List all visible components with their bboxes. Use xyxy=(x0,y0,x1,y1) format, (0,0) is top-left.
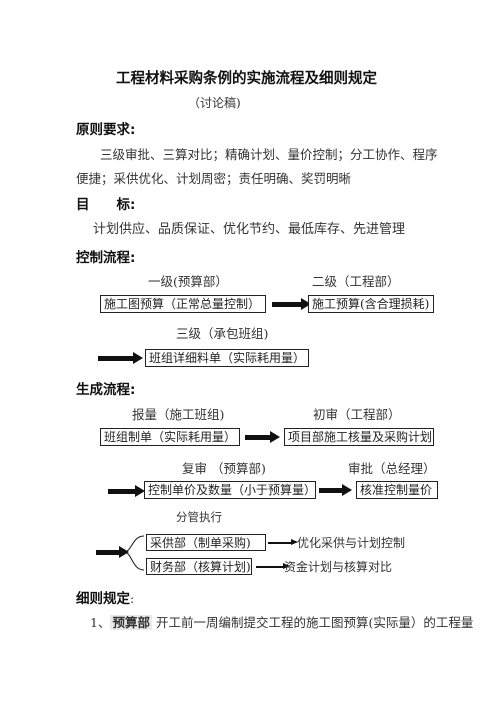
purchase-dept-box: 采供部（制单采购) xyxy=(146,534,266,551)
control-arrow-1 xyxy=(272,298,311,310)
generate-arrow-2 xyxy=(108,485,145,497)
finance-arrow xyxy=(256,563,290,569)
rules-heading-text: 细则规定 xyxy=(76,591,130,607)
goal-text: 计划供应、品质保证、优化节约、最低库存、先进管理 xyxy=(93,222,406,237)
control-arrow-2 xyxy=(98,352,143,364)
finance-dept-box: 财务部（核算计划) xyxy=(146,558,252,575)
page-title: 工程材料采购条例的实施流程及细则规定 xyxy=(116,71,377,87)
approved-price-box: 核准控制量价 xyxy=(356,481,438,499)
report-label: 报量（施工班组) xyxy=(132,407,225,422)
rule-item-1-bold: 预算部 xyxy=(110,615,152,630)
rule-item-1-text: 开工前一周编制提交工程的施工图预算(实际量）的工程量 xyxy=(155,615,474,630)
purchase-arrow xyxy=(268,539,298,545)
principles-line-1: 三级审批、三算对比；精确计划、量价控制；分工协作、程序 xyxy=(100,147,438,162)
rules-heading-colon: : xyxy=(130,591,135,606)
branch-arrow xyxy=(96,546,129,558)
generate-arrow-3 xyxy=(319,484,352,496)
approval-label: 审批（总经理） xyxy=(348,461,436,476)
control-level-1-label: 一级(预算部） xyxy=(148,274,228,289)
goal-heading: 目 标: xyxy=(76,197,136,213)
purchase-result-text: 优化采供与计划控制 xyxy=(297,536,406,550)
first-review-label: 初审（工程部） xyxy=(313,407,401,422)
generate-flow-heading: 生成流程: xyxy=(76,382,136,398)
project-plan-box: 项目部施工核量及采购计划 xyxy=(284,428,434,446)
control-level-3-label: 三级（承包班组) xyxy=(176,326,269,341)
rules-heading: 细则规定: xyxy=(76,587,134,607)
finance-result-text: 资金计划与核算对比 xyxy=(284,560,393,574)
control-flow-heading: 控制流程: xyxy=(76,250,136,266)
rule-item-1-number: 1、 xyxy=(90,615,111,630)
budget-box: 施工图预算（正常总量控制） xyxy=(100,295,266,313)
team-list-box: 班组详细料单（实际耗用量） xyxy=(145,349,309,367)
page-subtitle: （讨论稿) xyxy=(188,96,241,110)
second-review-label: 复审 （预算部) xyxy=(182,461,266,476)
principles-heading: 原则要求: xyxy=(76,122,136,138)
generate-arrow-1 xyxy=(245,431,280,443)
principles-line-2: 便捷；采供优化、计划周密；责任明确、奖罚明晰 xyxy=(76,171,352,186)
divide-label: 分管执行 xyxy=(176,510,222,524)
price-qty-box: 控制单价及数量（小于预算量） xyxy=(144,481,316,499)
team-order-box: 班组制单（实际耗用量） xyxy=(100,428,240,446)
construction-budget-box: 施工预算(含合理损耗) xyxy=(308,295,434,313)
control-level-2-label: 二级（工程部） xyxy=(312,274,400,289)
rule-item-1: 1、预算部 开工前一周编制提交工程的施工图预算(实际量）的工程量 xyxy=(90,612,473,631)
